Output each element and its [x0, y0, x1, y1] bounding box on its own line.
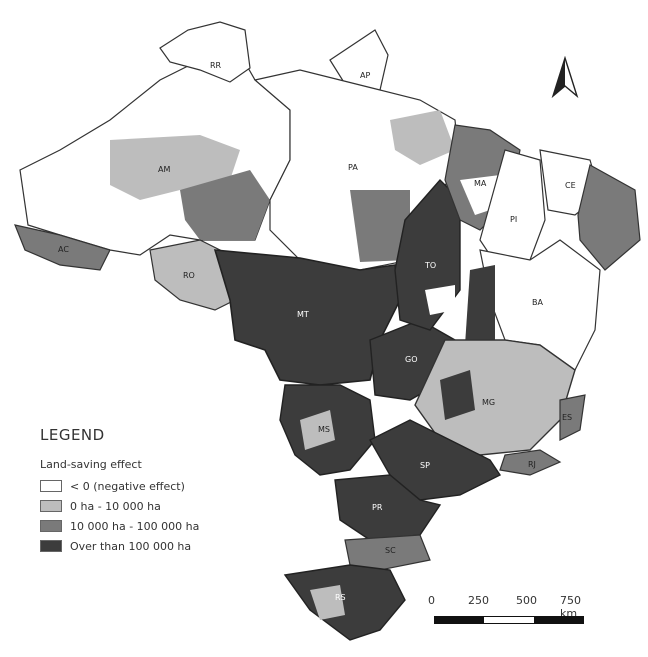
legend-item: < 0 (negative effect): [40, 477, 260, 495]
legend: LEGEND Land-saving effect < 0 (negative …: [40, 426, 260, 557]
state-label: RR: [210, 61, 222, 70]
state-label: BA: [532, 298, 543, 307]
pa-zone-light: [390, 110, 455, 165]
scale-segment: [484, 617, 534, 623]
legend-label: 10 000 ha - 100 000 ha: [70, 519, 200, 533]
state-label: AC: [58, 245, 69, 254]
state-label: PA: [348, 163, 358, 172]
state-mg: [414, 339, 576, 456]
state-label: MG: [482, 398, 495, 407]
legend-label: Over than 100 000 ha: [70, 539, 192, 553]
legend-swatch: [40, 520, 62, 532]
state-label: MS: [318, 425, 330, 434]
state-rj: [499, 449, 562, 476]
state-label: PR: [372, 503, 383, 512]
state-sc: [344, 534, 431, 571]
legend-swatch: [40, 540, 62, 552]
ne-coast: [577, 164, 641, 271]
state-label: TO: [424, 261, 436, 270]
state-rs: [283, 564, 406, 641]
state-label: RS: [335, 593, 346, 602]
state-label: SC: [385, 546, 396, 555]
state-rr: [159, 21, 251, 83]
scale-tick-label: 250: [468, 594, 489, 607]
state-label: AM: [158, 165, 170, 174]
ba-zone-dark: [465, 265, 495, 345]
state-label: MT: [297, 310, 309, 319]
legend-subtitle: Land-saving effect: [40, 458, 142, 471]
legend-swatch: [40, 500, 62, 512]
state-label: MA: [474, 179, 487, 188]
scale-segment: [533, 617, 583, 623]
state-label: ES: [562, 413, 572, 422]
rs-zone-light: [310, 585, 345, 620]
legend-label: 0 ha - 10 000 ha: [70, 499, 161, 513]
state-label: CE: [565, 181, 576, 190]
scale-tick-label: 500: [516, 594, 537, 607]
legend-item: 0 ha - 10 000 ha: [40, 497, 260, 515]
ms-zone-light: [300, 410, 335, 450]
state-label: RO: [183, 271, 195, 280]
state-label: GO: [405, 355, 418, 364]
scale-segment: [435, 617, 485, 623]
state-label: SP: [420, 461, 430, 470]
legend-item: 10 000 ha - 100 000 ha: [40, 517, 260, 535]
legend-title: LEGEND: [40, 426, 105, 444]
state-mt: [213, 249, 401, 386]
pa-zone-mid: [350, 190, 410, 262]
state-ac: [14, 224, 111, 271]
state-label: AP: [360, 71, 370, 80]
state-pr: [334, 474, 442, 541]
state-label: PI: [510, 215, 517, 224]
state-label: RJ: [528, 460, 536, 469]
state-es: [559, 394, 586, 441]
state-ro: [149, 239, 236, 311]
legend-item: Over than 100 000 ha: [40, 537, 260, 555]
scale-tick-label: 0: [428, 594, 435, 607]
am-zone-mid: [180, 170, 270, 240]
north-arrow-icon: [550, 55, 580, 100]
state-ba: [479, 239, 601, 371]
to-zone-white: [425, 285, 455, 315]
mg-zone-dark: [440, 370, 475, 420]
legend-swatch: [40, 480, 62, 492]
legend-label: < 0 (negative effect): [70, 479, 185, 493]
